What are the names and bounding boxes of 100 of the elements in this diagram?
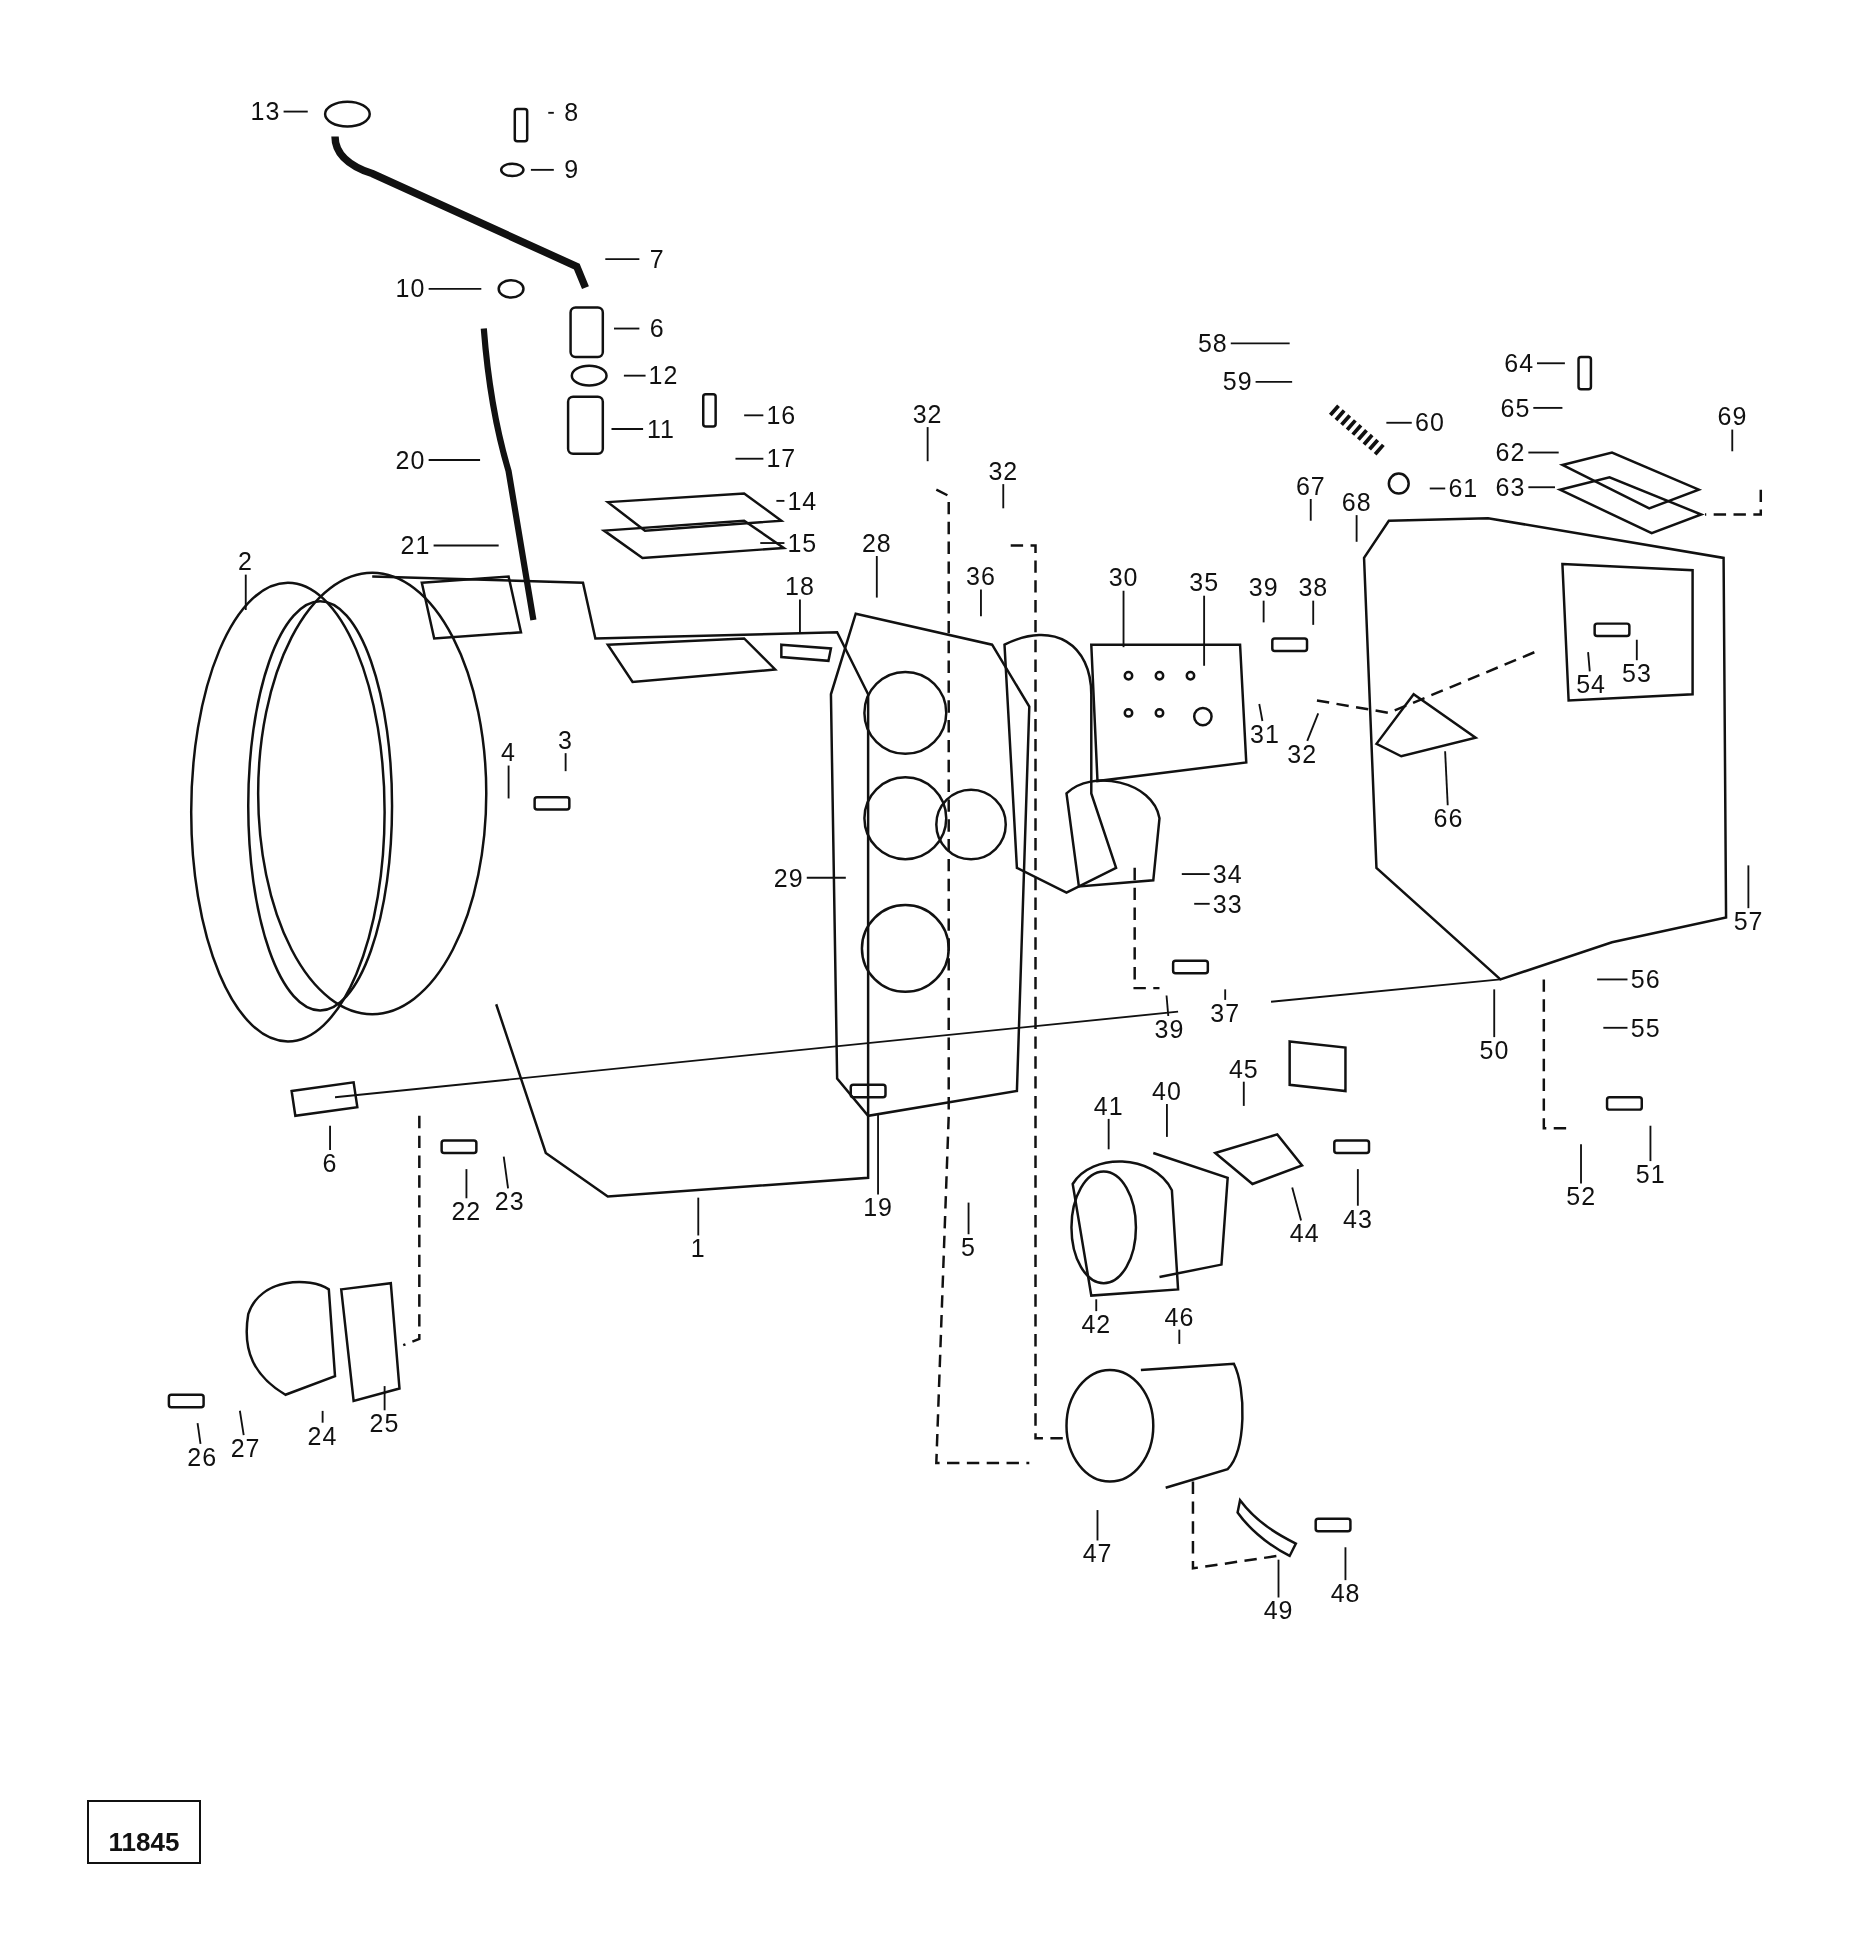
leader-line xyxy=(1580,1143,1582,1185)
leader-line xyxy=(799,598,801,634)
leader-line xyxy=(743,414,765,417)
leader-line xyxy=(244,573,247,611)
leader-line xyxy=(805,876,847,879)
callout-number: 55 xyxy=(1623,1013,1668,1044)
callout-number: 53 xyxy=(1615,658,1659,689)
callout-number: 66 xyxy=(1426,803,1471,834)
callout-number: 47 xyxy=(1075,1538,1120,1569)
leader-line xyxy=(329,1124,331,1151)
callout-number: 40 xyxy=(1145,1076,1189,1107)
callout-number: 4 xyxy=(486,737,531,768)
leader-line xyxy=(1165,994,1170,1017)
leader-line xyxy=(238,1409,245,1436)
callout-number: 18 xyxy=(777,571,822,602)
callout-number: 6 xyxy=(307,1148,352,1179)
leader-line xyxy=(1532,406,1564,409)
callout-number: 33 xyxy=(1205,889,1250,920)
leader-line xyxy=(530,168,555,171)
callout-number: 32 xyxy=(905,399,950,430)
callout-number: 62 xyxy=(1488,437,1533,468)
callout-number: 12 xyxy=(641,360,686,391)
leader-line xyxy=(1596,978,1629,981)
callout-number: 67 xyxy=(1288,471,1333,502)
leader-line xyxy=(1166,1103,1168,1138)
callout-number: 32 xyxy=(981,456,1026,487)
callout-number: 15 xyxy=(780,528,825,559)
leader-line xyxy=(1493,988,1496,1039)
callout-number: 20 xyxy=(388,445,433,476)
leader-line xyxy=(967,1201,970,1236)
leader-line xyxy=(1306,712,1320,742)
callout-number: 49 xyxy=(1256,1595,1301,1626)
callout-number: 37 xyxy=(1203,998,1248,1029)
callout-number: 65 xyxy=(1493,393,1538,423)
callout-number: 58 xyxy=(1190,328,1235,359)
leader-line xyxy=(1262,599,1265,624)
callout-number: 21 xyxy=(393,530,438,561)
leader-line xyxy=(1602,1026,1629,1029)
leader-line xyxy=(507,764,510,800)
leader-line xyxy=(1242,1080,1245,1107)
leader-line xyxy=(465,1168,468,1200)
callout-number: 13 xyxy=(243,96,288,127)
callout-number: 59 xyxy=(1215,366,1260,397)
callout-number: 8 xyxy=(549,97,594,128)
callout-number: 61 xyxy=(1441,473,1486,504)
leader-line xyxy=(1107,1117,1110,1151)
leader-line xyxy=(697,1196,700,1237)
callout-number: 63 xyxy=(1488,472,1533,503)
callout-number: 14 xyxy=(780,486,825,516)
leader-line xyxy=(1356,1168,1359,1207)
callout-number: 36 xyxy=(958,561,1003,592)
callout-number: 56 xyxy=(1623,964,1668,995)
callout-number: 45 xyxy=(1221,1054,1266,1084)
callout-number: 34 xyxy=(1205,859,1250,890)
leader-line xyxy=(1122,589,1125,649)
leader-line xyxy=(1224,988,1227,1001)
leader-line xyxy=(1385,421,1413,424)
leader-line xyxy=(759,542,786,544)
leader-line xyxy=(613,327,641,330)
callout-number: 5 xyxy=(946,1232,991,1263)
callout-number: 23 xyxy=(487,1186,532,1217)
callout-number: 35 xyxy=(1182,567,1227,598)
callout-number: 7 xyxy=(635,244,680,275)
callout-number: 52 xyxy=(1559,1181,1604,1212)
leader-line xyxy=(432,544,500,547)
callout-number: 24 xyxy=(300,1421,345,1452)
leader-line xyxy=(877,1112,879,1196)
leader-line xyxy=(875,555,878,599)
leader-line xyxy=(1344,1546,1347,1582)
callout-number: 46 xyxy=(1157,1302,1202,1333)
callout-number: 39 xyxy=(1241,572,1286,603)
callout-number: 28 xyxy=(854,528,899,559)
leader-line xyxy=(547,111,555,114)
callout-number: 29 xyxy=(766,863,811,894)
leader-line xyxy=(282,110,309,113)
leader-line xyxy=(1527,486,1556,489)
leader-line xyxy=(1193,902,1211,905)
leader-line xyxy=(926,426,929,463)
leader-line xyxy=(1587,651,1591,673)
leader-line xyxy=(502,1155,509,1190)
leader-line xyxy=(1527,451,1560,454)
callout-number: 48 xyxy=(1323,1578,1368,1609)
leader-line xyxy=(1258,703,1264,722)
leader-line xyxy=(1428,487,1447,490)
callout-number: 1 xyxy=(676,1233,721,1264)
leader-line xyxy=(610,428,644,430)
callout-number: 26 xyxy=(180,1442,225,1473)
callout-number: 25 xyxy=(362,1408,407,1439)
leader-line xyxy=(1731,428,1734,453)
leader-line xyxy=(383,1385,386,1412)
callout-number: 50 xyxy=(1472,1035,1517,1066)
leader-line xyxy=(427,459,481,461)
leader-line xyxy=(1254,380,1294,383)
callout-number: 3 xyxy=(543,725,588,756)
callout-number: 22 xyxy=(444,1196,489,1227)
drawing-number: 11845 xyxy=(108,1827,180,1859)
callout-number: 17 xyxy=(759,443,804,474)
callout-number: 38 xyxy=(1291,572,1336,603)
leader-line xyxy=(1635,638,1638,662)
callout-number: 44 xyxy=(1282,1218,1327,1249)
